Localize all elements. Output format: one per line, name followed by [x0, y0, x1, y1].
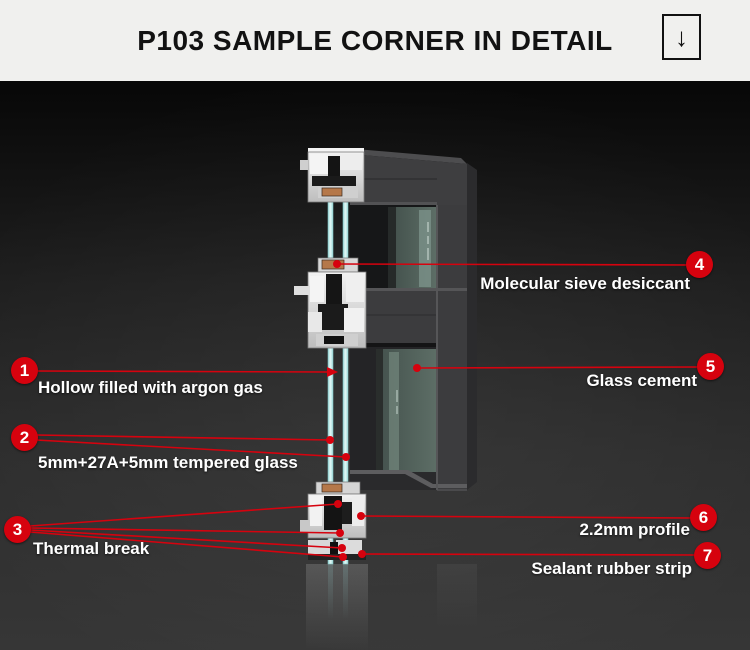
aluminum-profile-top	[300, 148, 365, 203]
callout-badge-3: 3	[4, 516, 31, 543]
callout-label-3: Thermal break	[33, 539, 150, 558]
callout-badge-7: 7	[694, 542, 721, 569]
callout-badge-4: 4	[686, 251, 713, 278]
download-button[interactable]: ↓	[662, 14, 701, 60]
aluminum-profile-bottom	[300, 481, 367, 560]
diagram-stage: 1 Hollow filled with argon gas 2 5mm+27A…	[0, 90, 750, 650]
callout-label-5: Glass cement	[586, 371, 697, 390]
callout-label-4: Molecular sieve desiccant	[480, 274, 690, 293]
callout-label-6: 2.2mm profile	[579, 520, 690, 539]
callout-badge-1: 1	[11, 357, 38, 384]
callout-badge-6: 6	[690, 504, 717, 531]
callout-label-7: Sealant rubber strip	[531, 559, 692, 578]
aluminum-profile-middle	[294, 257, 367, 349]
callout-label-2: 5mm+27A+5mm tempered glass	[38, 453, 298, 472]
callout-badge-2: 2	[11, 424, 38, 451]
header-divider	[0, 81, 750, 90]
page-title: P103 SAMPLE CORNER IN DETAIL	[137, 25, 613, 56]
callout-label-1: Hollow filled with argon gas	[38, 378, 263, 397]
header: P103 SAMPLE CORNER IN DETAIL ↓	[0, 0, 750, 81]
floor-reflection	[306, 564, 477, 650]
dark-window-frame	[344, 148, 477, 491]
callout-badge-5: 5	[697, 353, 724, 380]
down-arrow-icon: ↓	[675, 22, 688, 52]
callout-leader-lines	[29, 260, 700, 561]
corner-sample-render	[0, 90, 750, 650]
